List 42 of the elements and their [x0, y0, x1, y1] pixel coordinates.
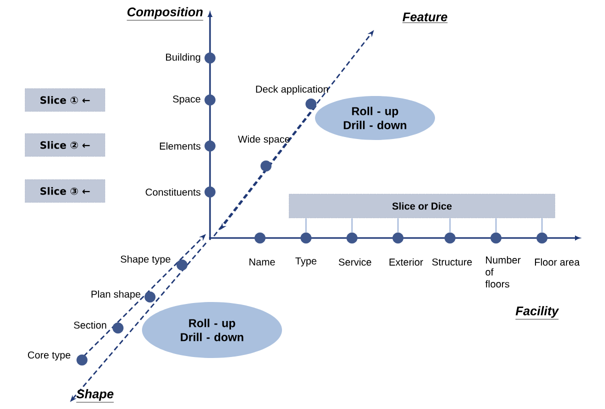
point-label: Name: [249, 258, 275, 266]
axis-point: [144, 292, 156, 302]
axis-point: [112, 322, 124, 334]
axis-point: [204, 94, 216, 106]
point-label: Service: [338, 258, 372, 266]
axis-point: [260, 160, 272, 172]
point-label: Number of floors: [485, 256, 521, 288]
point-label: Elements: [160, 142, 200, 150]
axis-title: Facility: [515, 306, 560, 320]
axis-point: [254, 232, 266, 244]
axis-point: [392, 232, 404, 244]
axis-title: Feature: [402, 12, 448, 23]
slice-dice-box: Slice or Dice: [288, 194, 556, 218]
point-label: Building: [166, 53, 200, 63]
axis-point: [490, 232, 502, 244]
axis-point: [176, 260, 188, 270]
axis-point: [204, 140, 216, 152]
point-label: Structure: [432, 258, 472, 266]
slice-box: Slice ② ←: [24, 133, 106, 157]
point-label: Constituents: [146, 188, 200, 196]
point-label: Exterior: [390, 258, 424, 266]
axis-point: [306, 98, 316, 110]
point-label: Wide space: [238, 135, 290, 145]
axis-title: Composition: [126, 7, 204, 20]
axis-point: [204, 186, 216, 198]
point-label: Core type: [28, 351, 70, 361]
point-label: Type: [295, 258, 316, 266]
point-label: Shape type: [120, 255, 170, 265]
point-label: Floor area: [535, 258, 580, 266]
axis-point: [300, 232, 312, 244]
axis-point: [536, 232, 548, 244]
axis-point: [204, 52, 216, 64]
point-label: Section: [74, 321, 106, 329]
slice-box: Slice ③ ←: [24, 179, 106, 203]
slice-box: Slice ① ←: [24, 88, 106, 112]
axis-point: [346, 232, 358, 244]
axis-point: [76, 354, 88, 366]
point-label: Plan shape: [92, 290, 140, 300]
axis-point: [444, 232, 456, 244]
point-label: Deck application: [256, 85, 328, 95]
point-label: Space: [172, 95, 200, 105]
axis-title: Shape: [76, 389, 114, 402]
